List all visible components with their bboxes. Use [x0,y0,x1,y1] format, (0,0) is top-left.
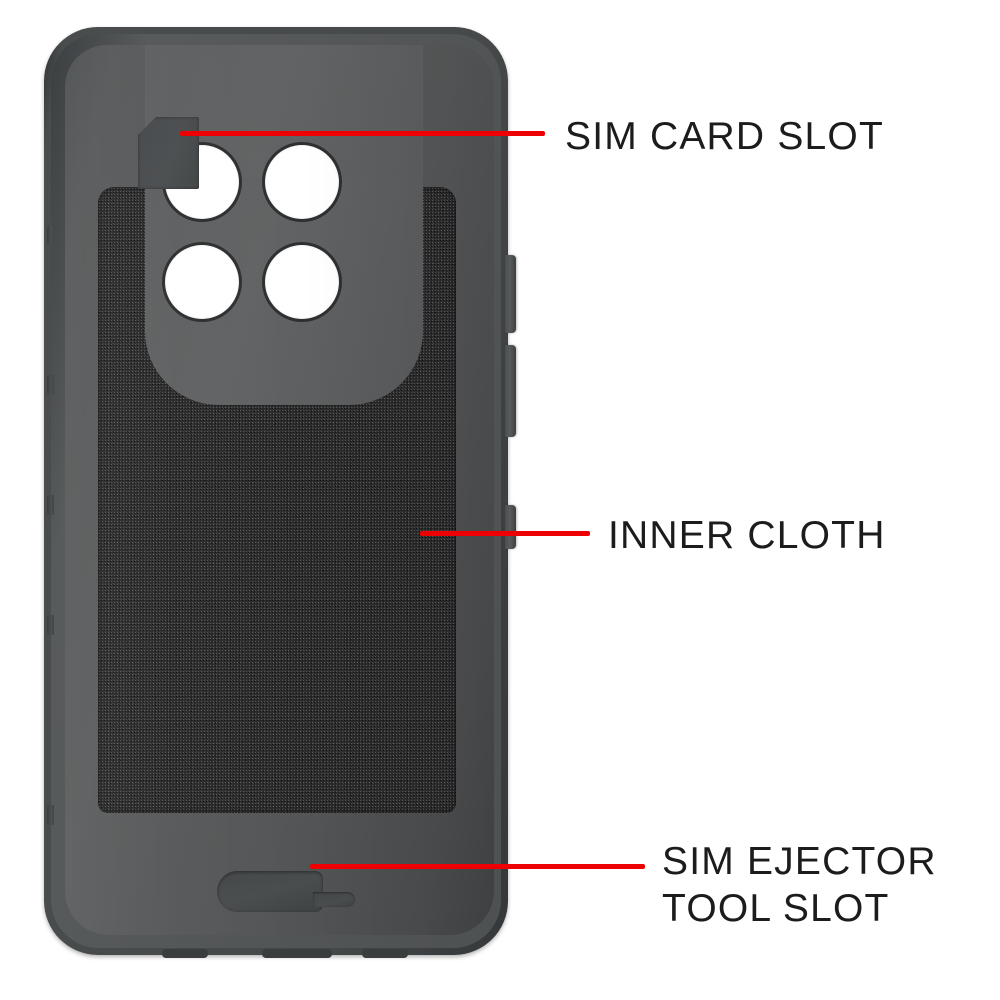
left-side-ridge-2 [47,375,54,395]
right-side-button-1 [505,255,516,333]
left-side-ridge-5 [47,805,54,825]
ejector-tool-pin [313,892,355,907]
sim-card-slot-recess [138,117,199,189]
right-side-button-2 [505,345,516,437]
bottom-notch-2 [262,949,332,958]
camera-lens-cutout-2 [265,145,339,219]
camera-lens-cutout-4 [265,245,339,319]
phone-case-illustration [44,27,516,958]
annotation-label-inner-cloth: INNER CLOTH [608,514,886,557]
right-side-button-3 [505,505,516,549]
leader-line-sim-ejector-tool-slot [310,864,645,869]
bottom-notch-3 [362,949,408,958]
camera-lens-cutout-3 [165,245,239,319]
bottom-notch-1 [162,949,208,958]
left-side-ridge-4 [47,615,54,635]
leader-line-sim-card-slot [180,131,545,136]
left-side-ridge-1 [47,225,54,245]
annotation-label-sim-card-slot: SIM CARD SLOT [565,115,884,158]
left-side-ridge-3 [47,495,54,515]
annotation-label-sim-ejector-tool-slot: SIM EJECTOR TOOL SLOT [662,840,937,930]
case-interior-surface [65,45,494,935]
leader-line-inner-cloth [420,531,590,536]
sim-ejector-tool-recess [217,871,355,912]
ejector-tool-body [217,871,323,912]
